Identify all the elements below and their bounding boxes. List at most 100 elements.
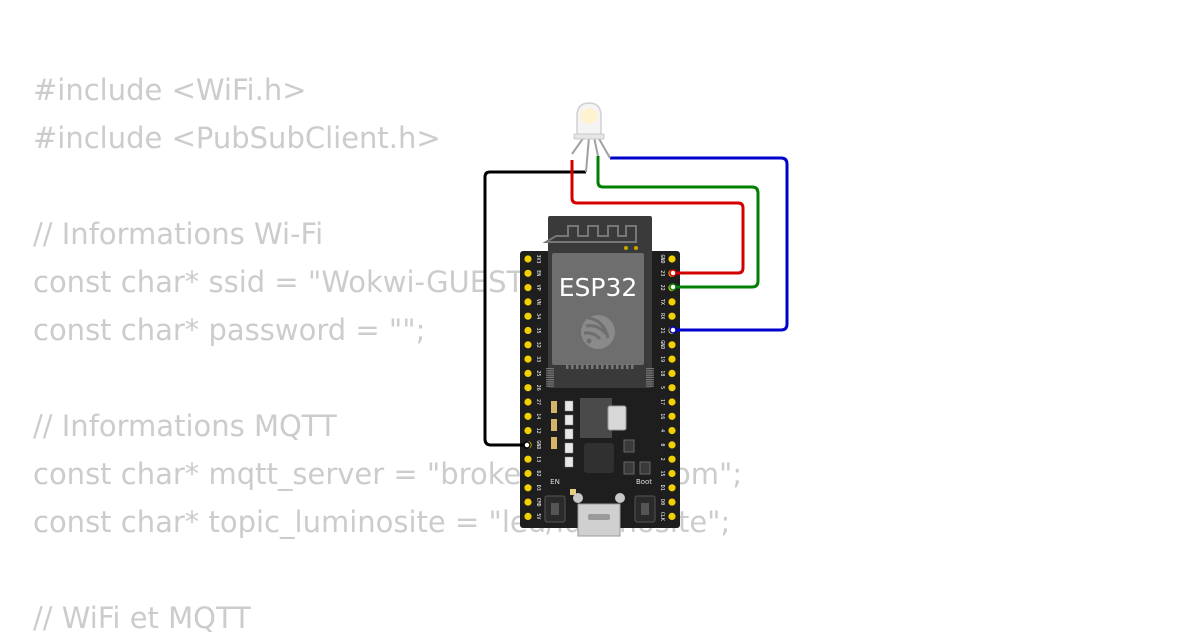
rgb-led[interactable] <box>571 102 611 173</box>
pin-label: RX <box>659 313 665 319</box>
pin-label: 3V3 <box>535 254 541 263</box>
pin-label: 2 <box>659 458 665 461</box>
pin-label: 13 <box>535 456 541 462</box>
en-button-cap <box>551 503 559 515</box>
module-pad <box>566 364 569 369</box>
pin-label: 32 <box>535 342 541 348</box>
smd-transistor <box>639 461 651 475</box>
pin-label: 12 <box>535 428 541 434</box>
pin-label: CLK <box>659 512 665 521</box>
pin-gnd[interactable] <box>668 255 676 263</box>
module-pad <box>546 372 554 374</box>
module-pad <box>591 364 594 369</box>
pin-label: 18 <box>659 370 665 376</box>
pin-label: 0 <box>659 443 665 446</box>
pin-18[interactable] <box>668 369 676 377</box>
pin-27[interactable] <box>524 398 532 406</box>
code-editor-background: #include <WiFi.h>#include <PubSubClient.… <box>33 66 742 642</box>
module-pad <box>646 385 654 387</box>
pin-d3[interactable] <box>524 484 532 492</box>
pin-label: D1 <box>659 485 665 491</box>
wire-blue[interactable] <box>610 156 789 332</box>
module-pad <box>646 376 654 378</box>
pin-label: VP <box>535 285 541 291</box>
smd-capacitor <box>551 437 557 449</box>
wire-green[interactable] <box>596 156 760 289</box>
module-pad <box>626 364 629 369</box>
pin-vn[interactable] <box>524 298 532 306</box>
pin-3v3[interactable] <box>524 255 532 263</box>
pin-vp[interactable] <box>524 284 532 292</box>
pin-33[interactable] <box>524 355 532 363</box>
usb-uart-chip <box>584 443 614 473</box>
pin-16[interactable] <box>668 412 676 420</box>
pin-label: 16 <box>659 413 665 419</box>
pin-5[interactable] <box>668 384 676 392</box>
pin-25[interactable] <box>524 369 532 377</box>
pin-label: 34 <box>535 313 541 319</box>
pin-label: VN <box>535 299 541 305</box>
module-pad <box>596 364 599 369</box>
module-pad <box>546 381 554 383</box>
pin-label: 5V <box>535 513 541 519</box>
pin-4[interactable] <box>668 427 676 435</box>
module-pad <box>576 364 579 369</box>
pin-d2[interactable] <box>524 469 532 478</box>
wire-endpoint <box>669 283 677 291</box>
pin-label: EN <box>535 270 541 276</box>
module-pad <box>646 381 654 383</box>
smd-transistor <box>623 439 635 453</box>
module-pad <box>546 379 554 381</box>
wire-endpoints <box>523 269 677 449</box>
pin-tx[interactable] <box>668 298 676 306</box>
wire-gnd-black[interactable] <box>483 170 586 447</box>
module-pad <box>601 364 604 369</box>
pin-rx[interactable] <box>668 312 676 320</box>
pin-2[interactable] <box>668 455 676 463</box>
pin-35[interactable] <box>524 326 532 335</box>
code-line: // Informations MQTT <box>33 409 337 443</box>
pin-15[interactable] <box>668 469 676 478</box>
pin-14[interactable] <box>524 412 532 420</box>
pin-19[interactable] <box>668 355 676 363</box>
left-pin-header[interactable]: 3V3ENVPVN343532332526271412GND13D2D3CMD5… <box>524 254 541 521</box>
pin-0[interactable] <box>668 441 676 449</box>
pin-label: 26 <box>535 385 541 391</box>
pin-5v[interactable] <box>524 512 532 521</box>
pin-label: TX <box>659 299 665 305</box>
wire-red[interactable] <box>570 160 745 275</box>
pin-cmd[interactable] <box>524 498 532 506</box>
smd-resistor <box>564 442 574 454</box>
pin-en[interactable] <box>524 269 532 277</box>
smd-capacitor <box>551 401 557 413</box>
wire-endpoint <box>669 326 677 334</box>
pin-clk[interactable] <box>668 512 676 521</box>
module-pad <box>546 385 554 387</box>
code-line: const char* topic_luminosite = "led/lumi… <box>33 505 731 539</box>
pin-gnd[interactable] <box>668 341 676 349</box>
code-line: #include <PubSubClient.h> <box>33 121 441 155</box>
pin-12[interactable] <box>524 427 532 435</box>
pin-34[interactable] <box>524 312 532 320</box>
led-base <box>573 133 605 140</box>
code-line: const char* ssid = "Wokwi-GUEST"; <box>33 265 548 299</box>
module-pad <box>546 376 554 378</box>
pin-label: GND <box>659 340 665 349</box>
pin-32[interactable] <box>524 341 532 349</box>
code-line: // Informations Wi-Fi <box>33 217 324 251</box>
pin-13[interactable] <box>524 455 532 463</box>
pin-label: 25 <box>535 370 541 376</box>
led-glow <box>580 108 598 124</box>
pin-d0[interactable] <box>668 498 676 506</box>
smd-capacitor <box>551 419 557 431</box>
pin-26[interactable] <box>524 384 532 392</box>
module-pad <box>616 364 619 369</box>
pin-label: GND <box>659 254 665 263</box>
module-pads <box>546 364 654 387</box>
pin-17[interactable] <box>668 398 676 406</box>
pin-d1[interactable] <box>668 484 676 492</box>
module-pad <box>546 370 554 372</box>
